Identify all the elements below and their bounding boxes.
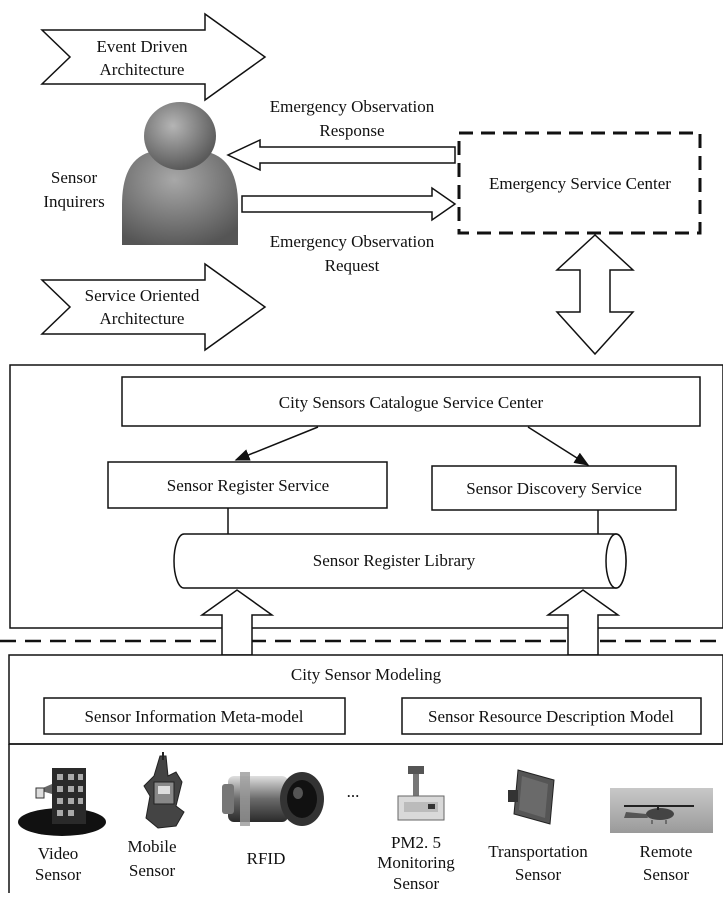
city-sensor-modeling-label: City Sensor Modeling bbox=[291, 665, 442, 684]
modeling-to-library-arrow-right bbox=[545, 589, 621, 656]
modeling-to-library-arrow-left bbox=[199, 589, 275, 656]
pm25-sensor-label-line3: Sensor bbox=[393, 874, 440, 893]
remote-sensor-label-line1: Remote bbox=[640, 842, 693, 861]
sensor-discovery-service-label: Sensor Discovery Service bbox=[466, 479, 642, 498]
remote-sensor-icon bbox=[610, 788, 713, 833]
meta-model-label: Sensor Information Meta-model bbox=[84, 707, 303, 726]
sensor-register-library-cylinder bbox=[173, 533, 627, 589]
response-label-line2: Response bbox=[319, 121, 384, 140]
bidirectional-arrow bbox=[555, 233, 635, 356]
eda-label-line2: Architecture bbox=[100, 60, 185, 79]
pm25-sensor-label-line2: Monitoring bbox=[377, 853, 455, 872]
catalogue-layer bbox=[9, 364, 723, 629]
request-label-line2: Request bbox=[325, 256, 380, 275]
sensor-register-service-label: Sensor Register Service bbox=[167, 476, 329, 495]
response-label-line1: Emergency Observation bbox=[270, 97, 435, 116]
sensor-inquirers-label-line2: Inquirers bbox=[43, 192, 104, 211]
video-sensor-label-line2: Sensor bbox=[35, 865, 82, 884]
more-sensors-ellipsis: ... bbox=[347, 782, 360, 801]
request-label-line1: Emergency Observation bbox=[270, 232, 435, 251]
catalogue-service-center-label: City Sensors Catalogue Service Center bbox=[279, 393, 544, 412]
catalogue-to-discovery-arrow bbox=[527, 426, 590, 466]
resource-model-box bbox=[401, 697, 702, 735]
emergency-service-center-label: Emergency Service Center bbox=[489, 174, 671, 193]
request-arrow bbox=[241, 186, 457, 222]
video-sensor-icon bbox=[18, 768, 106, 836]
rfid-label: RFID bbox=[247, 849, 286, 868]
user-icon bbox=[122, 102, 238, 245]
emergency-service-center-box bbox=[457, 131, 702, 235]
transportation-sensor-label-line2: Sensor bbox=[515, 865, 562, 884]
mobile-sensor-label-line2: Sensor bbox=[129, 861, 176, 880]
catalogue-to-register-arrow bbox=[234, 426, 319, 461]
response-arrow bbox=[226, 138, 456, 172]
remote-sensor-label-line2: Sensor bbox=[643, 865, 690, 884]
sensor-inquirers-label-line1: Sensor bbox=[51, 168, 98, 187]
rfid-icon bbox=[222, 772, 324, 826]
sensor-register-service-box bbox=[107, 461, 388, 509]
service-oriented-architecture-arrow: Service Oriented Architecture bbox=[40, 262, 267, 352]
mobile-sensor-label-line1: Mobile bbox=[127, 837, 176, 856]
video-sensor-label-line1: Video bbox=[38, 844, 79, 863]
transportation-sensor-label-line1: Transportation bbox=[488, 842, 588, 861]
pm25-sensor-icon bbox=[397, 766, 445, 821]
soa-label-line1: Service Oriented bbox=[85, 286, 200, 305]
pm25-sensor-label-line1: PM2. 5 bbox=[391, 833, 441, 852]
meta-model-box bbox=[43, 697, 346, 735]
eda-label-line1: Event Driven bbox=[96, 37, 188, 56]
event-driven-architecture-arrow: Event Driven Architecture bbox=[40, 12, 267, 102]
mobile-sensor-icon bbox=[143, 752, 185, 829]
soa-label-line2: Architecture bbox=[100, 309, 185, 328]
transportation-sensor-icon bbox=[508, 769, 555, 825]
catalogue-service-center-box bbox=[121, 376, 701, 427]
sensor-register-library-label: Sensor Register Library bbox=[313, 551, 476, 570]
sensor-discovery-service-box bbox=[431, 465, 677, 511]
resource-model-label: Sensor Resource Description Model bbox=[428, 707, 674, 726]
